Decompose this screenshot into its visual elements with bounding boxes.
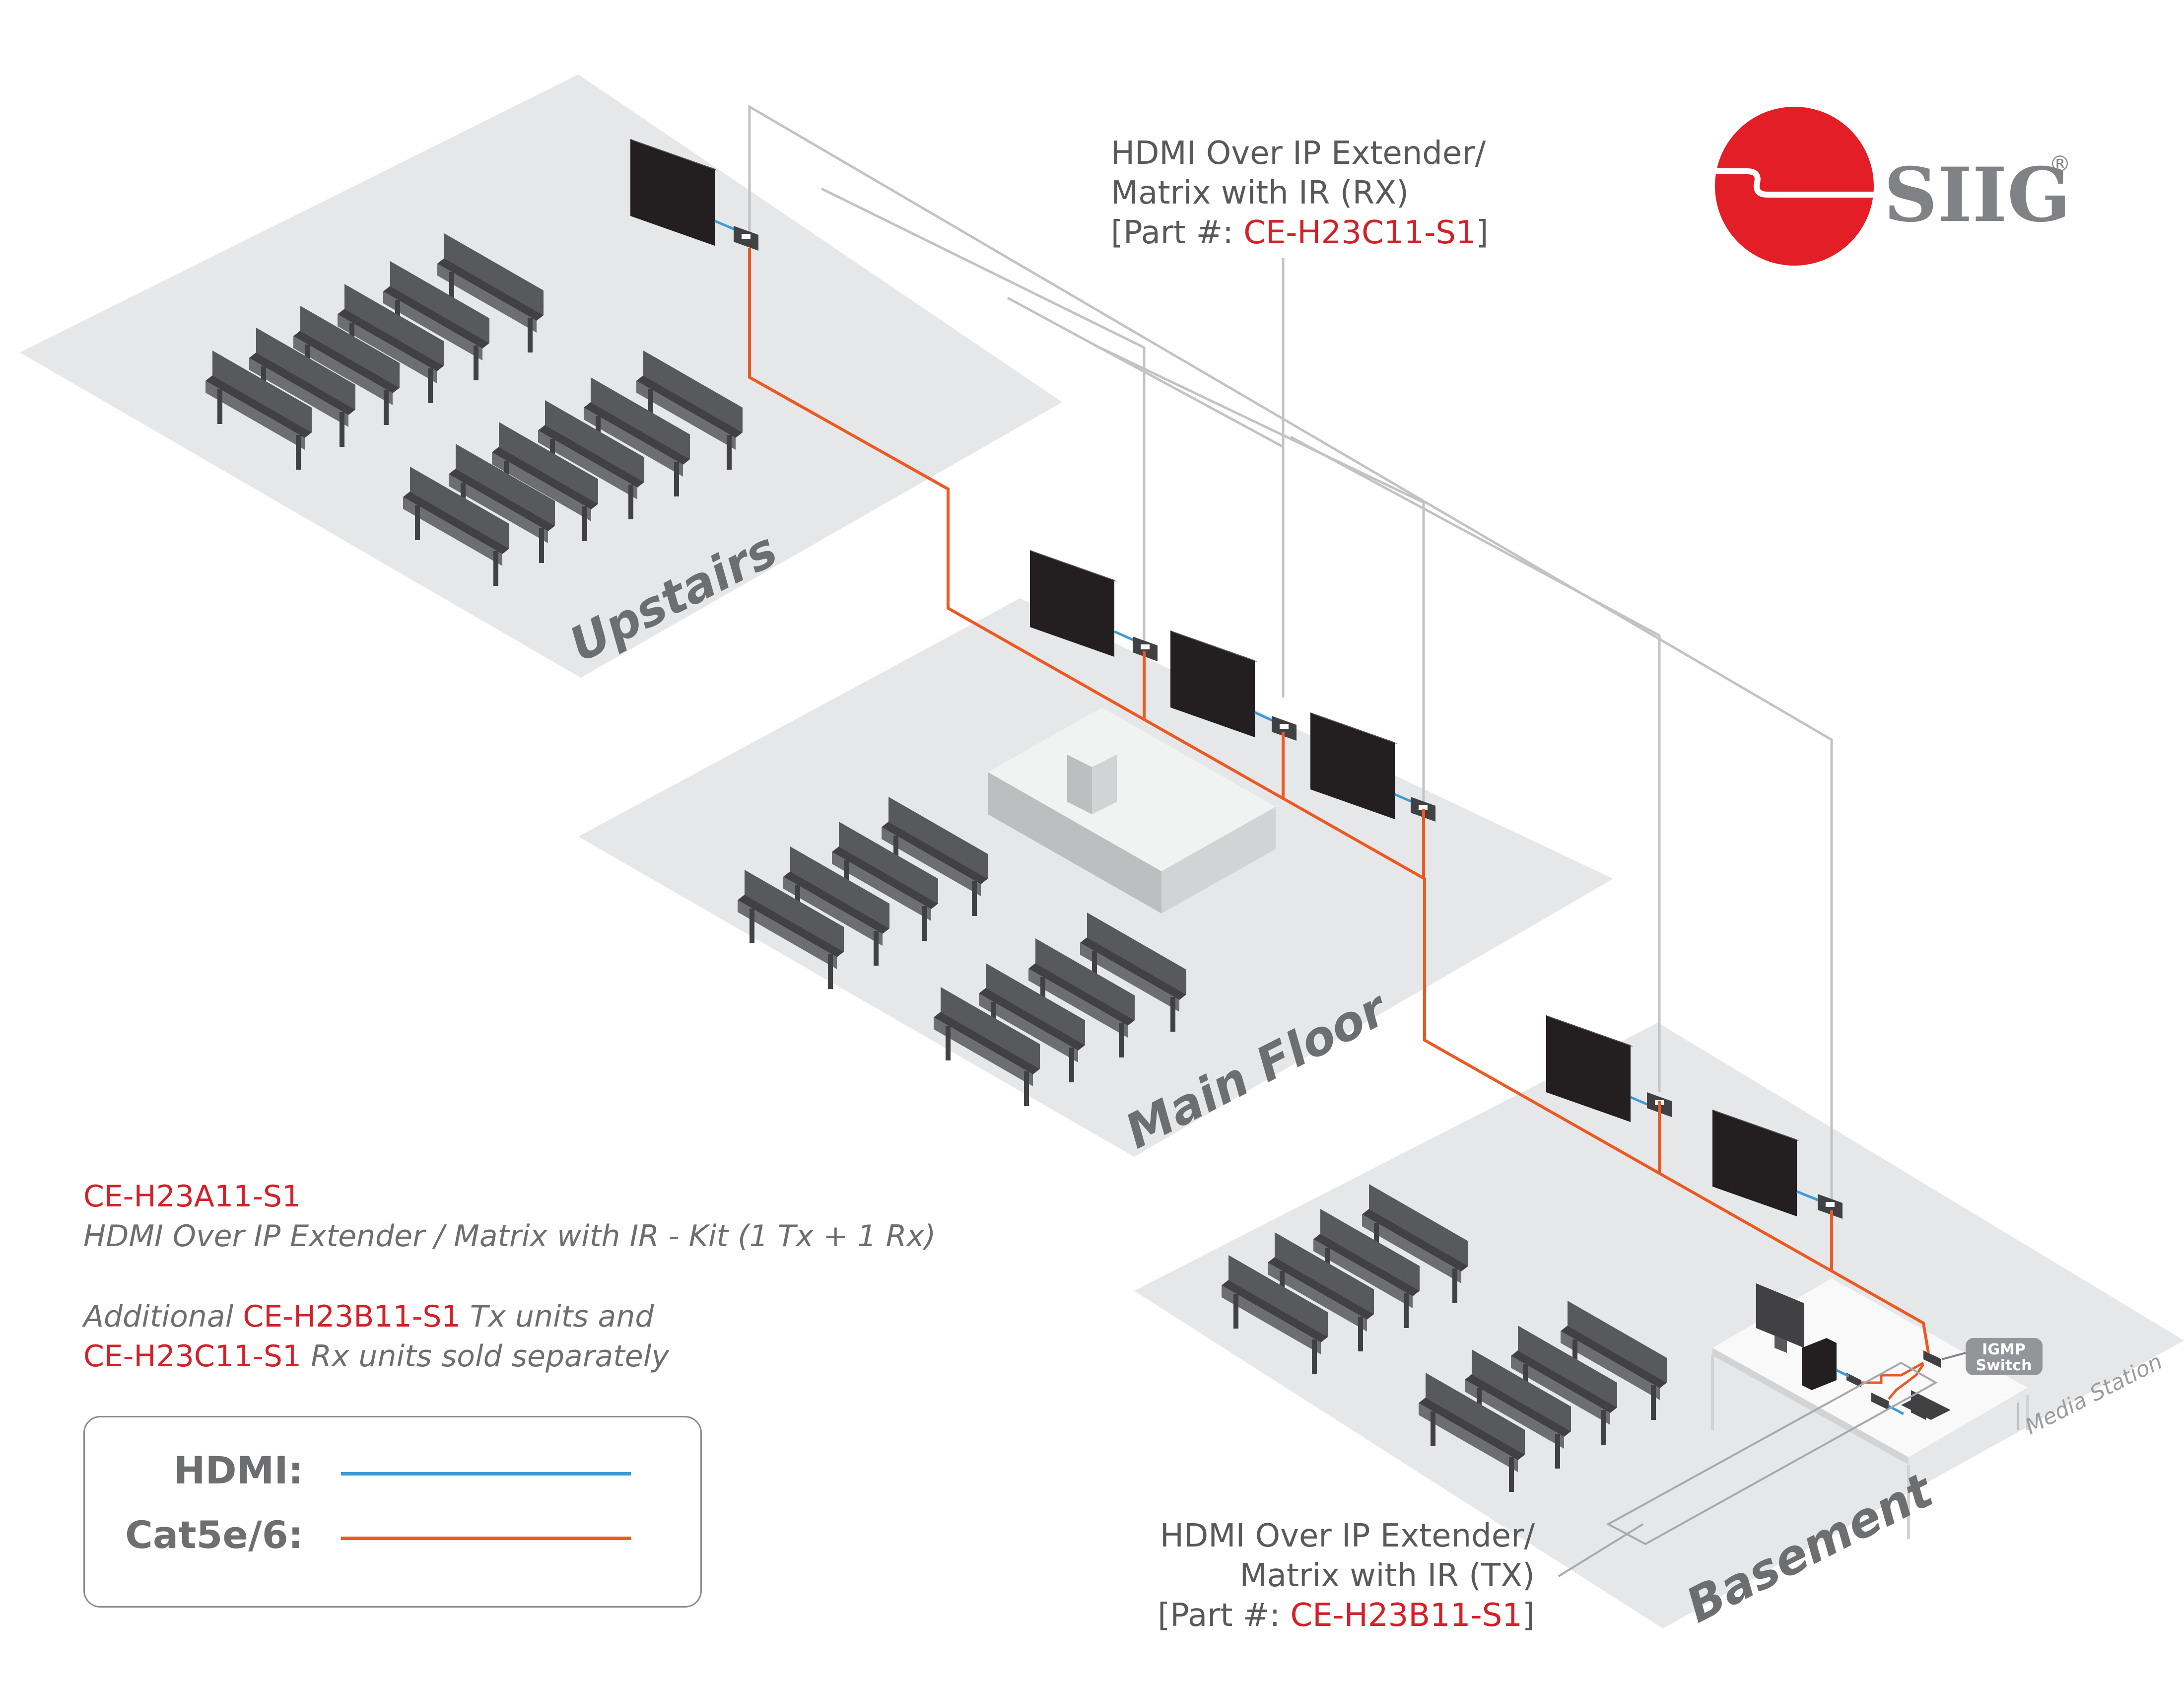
basement-floor <box>1134 1023 2184 1628</box>
rx-callout-line-2: Matrix with IR (RX) <box>1111 175 1409 211</box>
tv-basement-1 <box>1546 1015 1672 1122</box>
tv-main-1 <box>1030 550 1158 661</box>
kit-info: CE-H23A11-S1 HDMI Over IP Extender / Mat… <box>83 1177 936 1256</box>
rx-callout-line-1: HDMI Over IP Extender/ <box>1111 135 1486 172</box>
rx-callout-line-3: [Part #: CE-H23C11-S1] <box>1111 214 1489 251</box>
legend-hdmi-line <box>341 1472 631 1476</box>
main-floor <box>578 598 1613 1157</box>
siig-logo: SIIG ® <box>1715 107 2071 266</box>
rx-callout-lines <box>748 104 1833 1204</box>
igmp-switch-label-1: IGMP <box>1982 1341 2026 1358</box>
additional-tx-part: CE-H23B11-S1 <box>243 1299 461 1334</box>
upstairs-floor <box>20 74 1062 678</box>
kit-description: HDMI Over IP Extender / Matrix with IR -… <box>83 1219 936 1254</box>
legend-cat-label: Cat5e/6: <box>125 1513 303 1557</box>
siig-logo-text: SIIG <box>1884 151 2071 239</box>
legend-hdmi-row: HDMI: <box>85 1443 700 1493</box>
tx-callout: HDMI Over IP Extender/ Matrix with IR (T… <box>1158 1518 1535 1634</box>
tx-callout-line-1: HDMI Over IP Extender/ <box>1160 1518 1535 1554</box>
tx-callout-line-3: [Part #: CE-H23B11-S1] <box>1158 1597 1535 1634</box>
stage-table <box>988 707 1276 914</box>
tv-main-2 <box>1170 631 1297 741</box>
tx-callout-leader <box>1558 1361 1938 1577</box>
tv-basement-2 <box>1712 1110 1843 1219</box>
igmp-switch-label-2: Switch <box>1976 1357 2032 1374</box>
legend-hdmi-label: HDMI: <box>174 1448 303 1492</box>
additional-units-info: Additional CE-H23B11-S1 Tx units and CE-… <box>83 1299 669 1374</box>
tv-main-3 <box>1310 712 1435 822</box>
legend: HDMI: Cat5e/6: <box>83 1416 702 1608</box>
igmp-switch-badge: IGMP Switch <box>1941 1338 2043 1375</box>
tv-upstairs <box>630 139 758 251</box>
cat5e-cable-runs <box>748 248 1930 1353</box>
registered-mark: ® <box>2049 151 2071 177</box>
tx-callout-line-2: Matrix with IR (TX) <box>1239 1557 1535 1594</box>
legend-cat-line <box>341 1537 631 1540</box>
kit-part-number: CE-H23A11-S1 <box>83 1179 301 1214</box>
additional-rx-part: CE-H23C11-S1 <box>83 1339 302 1374</box>
tx-part-number: CE-H23B11-S1 <box>1290 1597 1522 1634</box>
legend-cat-row: Cat5e/6: <box>85 1508 700 1557</box>
rx-part-number: CE-H23C11-S1 <box>1243 214 1476 251</box>
rx-callout: HDMI Over IP Extender/ Matrix with IR (R… <box>1111 135 1489 251</box>
